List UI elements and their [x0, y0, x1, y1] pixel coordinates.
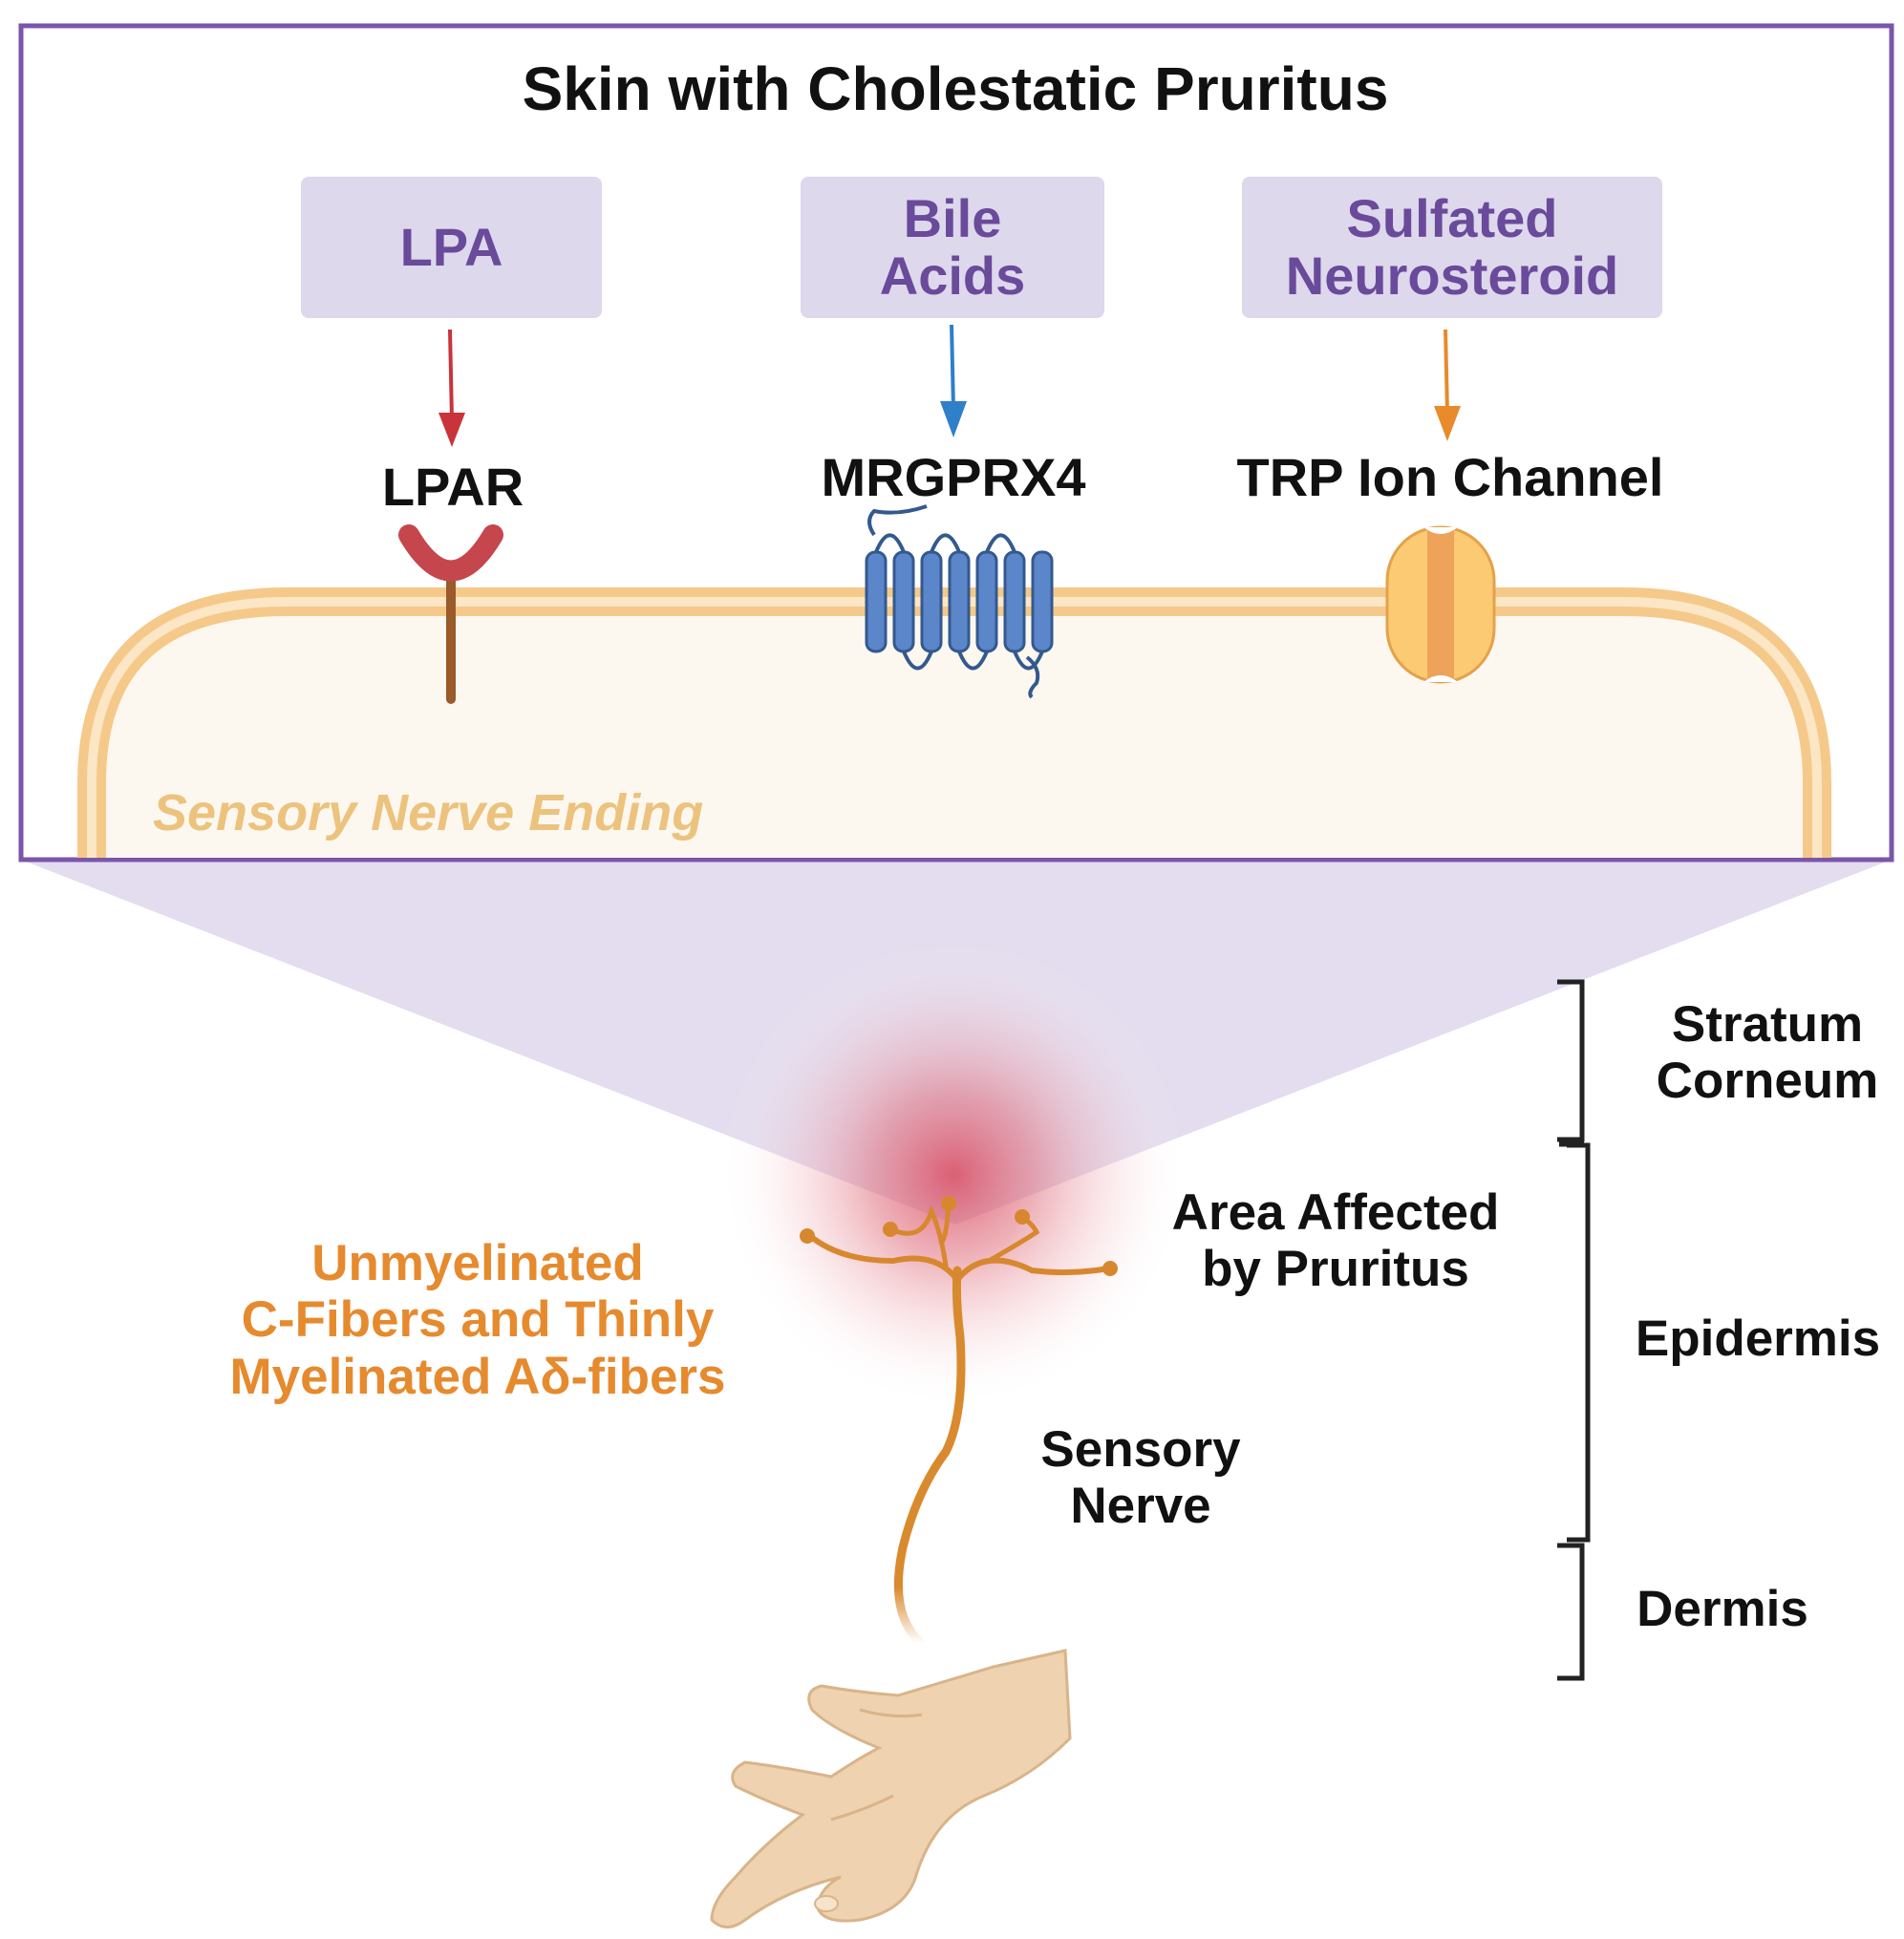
gpcr-helix	[1003, 550, 1026, 653]
dermis-bracket	[1557, 1543, 1585, 1681]
fiber-type-label: Unmyelinated C-Fibers and Thinly Myelina…	[229, 1235, 726, 1405]
ligand-box-lpa: LPA	[301, 177, 602, 318]
ion-channel-icon	[1385, 525, 1496, 684]
scratching-hand-icon	[710, 1649, 1072, 1928]
gpcr-loop	[902, 650, 933, 671]
ligand-label-bile-acids: Bile Acids	[879, 187, 1026, 306]
epidermis-bracket	[1559, 1138, 1591, 1543]
inflammation-glow	[719, 941, 1187, 1409]
gpcr-helix	[975, 550, 998, 653]
ligand-box-bile-acids: Bile Acids	[801, 177, 1104, 318]
receptor-label-lpar: LPAR	[381, 457, 524, 517]
bile-acids-arrow-icon	[940, 324, 967, 437]
gpcr-helix	[948, 550, 971, 653]
gpcr-helix	[865, 550, 888, 653]
neurosteroid-arrow-icon	[1434, 329, 1461, 441]
gpcr-helices	[865, 533, 1054, 671]
lpa-arrow-icon	[439, 329, 465, 447]
gpcr-loop	[1013, 650, 1044, 671]
layer-label-dermis: Dermis	[1637, 1581, 1808, 1637]
receptor-label-mrgprx4: MRGPRX4	[821, 447, 1086, 507]
ligand-box-sulfated-neurosteroid: Sulfated Neurosteroid	[1242, 177, 1662, 318]
nerve-ending-bulbs	[800, 1196, 1118, 1276]
sensory-nerve-ending-label: Sensory Nerve Ending	[153, 784, 704, 842]
layer-label-epidermis: Epidermis	[1635, 1310, 1881, 1367]
ligand-label-lpa: LPA	[399, 216, 503, 277]
gpcr-loop	[930, 533, 961, 553]
sensory-nerve-label: Sensory Nerve	[1040, 1421, 1241, 1535]
receptor-label-trp-ion-channel: TRP Ion Channel	[1236, 447, 1664, 507]
gpcr-helix	[892, 550, 915, 653]
diagram-title: Skin with Cholestatic Pruritus	[522, 54, 1389, 123]
gpcr-loop	[985, 533, 1016, 553]
gpcr-helix	[1031, 550, 1054, 653]
ligand-label-sulfated-neurosteroid: Sulfated Neurosteroid	[1285, 187, 1619, 306]
gpcr-loop	[957, 650, 989, 671]
sensory-nerve-icon	[807, 1203, 1111, 1648]
layer-label-stratum-corneum: Stratum Corneum	[1656, 996, 1879, 1110]
area-affected-label: Area Affected by Pruritus	[1171, 1184, 1500, 1298]
y-shaped-receptor-icon	[398, 524, 503, 704]
gpcr-loop	[874, 533, 906, 553]
gpcr-helix	[920, 550, 943, 653]
stratum-corneum-bracket	[1557, 979, 1585, 1142]
